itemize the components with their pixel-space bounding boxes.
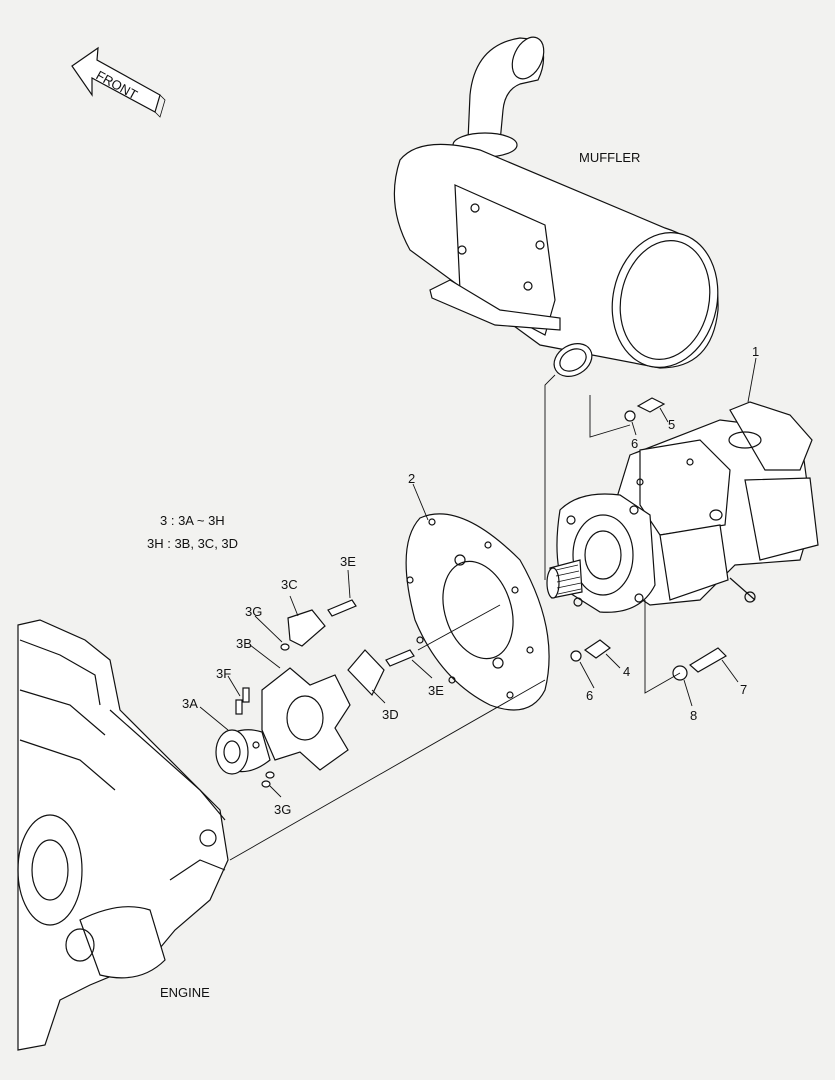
fasteners (570, 397, 727, 681)
callout-3G-lower: 3G (274, 802, 291, 817)
callout-labels: 1 2 3A 3B 3C 3D 3E 3E 3F 3G 3G 4 5 6 6 7… (182, 344, 759, 817)
note-line: 3 : 3A ~ 3H (160, 513, 225, 528)
flywheel-housing-plate (405, 513, 550, 711)
callout-2: 2 (408, 471, 415, 486)
callout-3F: 3F (216, 666, 231, 681)
callout-leaders (199, 357, 757, 798)
callout-8: 8 (690, 708, 697, 723)
engine-label: ENGINE (160, 985, 210, 1000)
notes-block: 3 : 3A ~ 3H 3H : 3B, 3C, 3D (147, 513, 238, 551)
muffler-illustration (393, 36, 719, 377)
muffler-label: MUFFLER (579, 150, 640, 165)
hydraulic-pump-illustration (546, 401, 819, 613)
note-line: 3H : 3B, 3C, 3D (147, 536, 238, 551)
engine-illustration (17, 619, 229, 1051)
callout-3C: 3C (281, 577, 298, 592)
callout-3A: 3A (182, 696, 198, 711)
callout-6-lower: 6 (586, 688, 593, 703)
callout-4: 4 (623, 664, 630, 679)
callout-7: 7 (740, 682, 747, 697)
callout-3B: 3B (236, 636, 252, 651)
front-arrow: FRONT (71, 46, 166, 118)
callout-5: 5 (668, 417, 675, 432)
callout-3E-upper: 3E (340, 554, 356, 569)
assembly-lines (229, 374, 681, 861)
callout-6-upper: 6 (631, 436, 638, 451)
callout-3E-lower: 3E (428, 683, 444, 698)
coupling-assembly (215, 599, 415, 788)
callout-3G-upper: 3G (245, 604, 262, 619)
callout-1: 1 (752, 344, 759, 359)
callout-3D: 3D (382, 707, 399, 722)
